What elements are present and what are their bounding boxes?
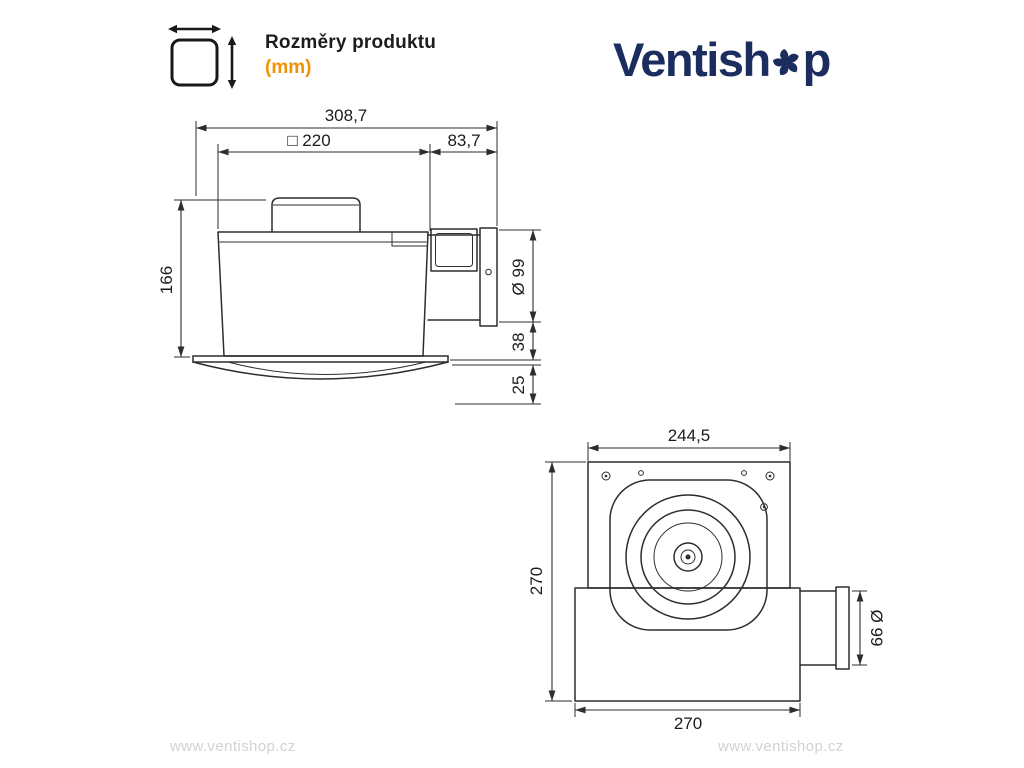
logo-text-right: p bbox=[802, 33, 832, 86]
dim-label-cover-width: 270 bbox=[674, 714, 702, 733]
side-view-dimensions: 308,7 □ 220 83,7 166 Ø 99 38 25 bbox=[157, 106, 541, 405]
logo-text-left: Ventish bbox=[613, 33, 771, 86]
dim-label-body-depth: 270 bbox=[527, 567, 546, 595]
fan-icon bbox=[771, 47, 802, 78]
dimensions-box-icon bbox=[168, 24, 237, 89]
bottom-view-drawing bbox=[574, 461, 850, 702]
dim-label-body-width: □ 220 bbox=[287, 131, 330, 150]
figure-unit: (mm) bbox=[265, 57, 312, 78]
dim-label-body-height: 166 bbox=[157, 266, 176, 294]
dim-label-spigot-length: 83,7 bbox=[447, 131, 480, 150]
side-view-drawing bbox=[192, 197, 498, 380]
ventishop-logo: Ventish p bbox=[613, 32, 832, 87]
bottom-view-dimensions: 244,5 270 Ø 99 270 bbox=[527, 426, 886, 733]
watermark-right: www.ventishop.cz bbox=[718, 738, 844, 755]
dim-label-plate-width: 244,5 bbox=[668, 426, 711, 445]
watermark-left: www.ventishop.cz bbox=[170, 738, 296, 755]
figure-title: Rozměry produktu bbox=[265, 32, 437, 53]
dim-label-spigot-diameter: Ø 99 bbox=[509, 259, 528, 296]
dim-label-total-width: 308,7 bbox=[325, 106, 368, 125]
dim-label-flange-height: 25 bbox=[509, 376, 528, 395]
dim-label-duct-diameter: Ø 99 bbox=[867, 610, 886, 647]
figure-header: Rozměry produktu (mm) bbox=[265, 32, 436, 79]
dim-label-spigot-drop: 38 bbox=[509, 333, 528, 352]
